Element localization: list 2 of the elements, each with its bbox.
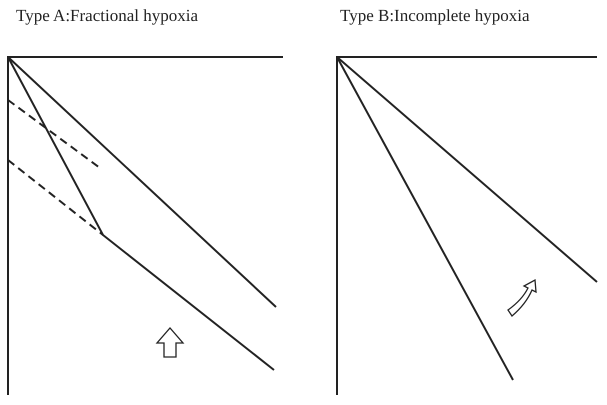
panel-title: Type A:Fractional hypoxia bbox=[16, 6, 198, 26]
panel-title: Type B:Incomplete hypoxia bbox=[340, 6, 530, 26]
